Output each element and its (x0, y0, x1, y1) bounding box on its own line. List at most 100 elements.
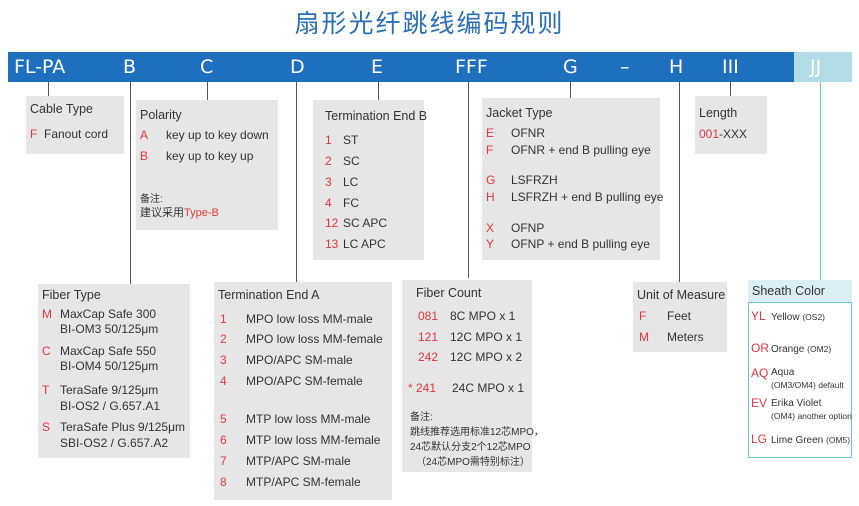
sheath-label: Lime Green (OM5) (771, 435, 851, 446)
termination-b-label: SC APC (343, 216, 388, 230)
code-fl-pa: FL-PA (14, 56, 66, 78)
fiber-type-code: C (42, 344, 51, 358)
sheath-detail: (OM4) another option (771, 411, 852, 421)
termination-a-heading: Termination End A (218, 288, 320, 302)
termination-b-label: ST (343, 133, 359, 147)
polarity-note: 建议采用Type-B (140, 207, 219, 219)
fiber-type-spec: BI-OM4 50/125μm (60, 359, 159, 373)
sheath-code: AQ (751, 366, 769, 380)
cable-type-label: Fanout cord (44, 127, 109, 141)
code-bar (8, 52, 794, 82)
fiber-count-note: 跳线推荐选用标准12芯MPO， (410, 427, 544, 438)
sheath-color-box: YL Yellow (OS2) OR Orange (OM2) AQ Aqua … (748, 302, 852, 458)
termination-a-label: MTP low loss MM-female (246, 433, 381, 447)
fiber-count-note: 24芯默认分支2个12芯MPO (410, 442, 531, 453)
termination-a-label: MPO/APC SM-male (246, 353, 353, 367)
connector-line (570, 82, 571, 98)
sheath-heading: Sheath Color (752, 284, 825, 298)
fiber-count-code: 081 (418, 309, 439, 323)
sheath-label: Erika Violet (771, 398, 822, 409)
sheath-color-header: Sheath Color (748, 280, 852, 302)
termination-a-code: 8 (220, 475, 227, 489)
fiber-type-spec: BI-OM3 50/125μm (60, 322, 159, 336)
fiber-type-code: S (42, 420, 51, 434)
fiber-count-label: 24C MPO x 1 (452, 381, 525, 395)
code-d: D (290, 56, 305, 78)
termination-a-label: MPO/APC SM-female (246, 374, 363, 388)
termination-a-label: MPO low loss MM-male (246, 312, 373, 326)
polarity-label-a: key up to key down (166, 128, 269, 142)
polarity-label-b: key up to key up (166, 149, 254, 163)
fiber-type-name: MaxCap Safe 300 (60, 307, 157, 321)
termination-b-label: SC (343, 154, 360, 168)
unit-code: F (639, 309, 647, 323)
termination-b-label: FC (343, 196, 359, 210)
termination-b-code: 12 (325, 216, 339, 230)
length-heading: Length (699, 106, 738, 120)
fiber-count-code: 121 (418, 330, 439, 344)
jacket-label: LSFRZH + end B pulling eye (511, 190, 664, 204)
connector-line (820, 82, 821, 280)
termination-a-code: 5 (220, 412, 227, 426)
jacket-code: G (486, 173, 496, 187)
length-value: 001-XXX (699, 127, 748, 141)
fiber-count-note: （24芯MPO需特别标注） (416, 457, 530, 468)
termination-b-code: 2 (325, 154, 332, 168)
termination-a-label: MTP/APC SM-female (246, 475, 361, 489)
code-bar-extension (794, 52, 852, 82)
sheath-label: Yellow (OS2) (771, 312, 825, 323)
termination-b-code: 13 (325, 237, 339, 251)
jacket-label: OFNP (511, 221, 545, 235)
code-h: H (669, 56, 684, 78)
length-box: Length 001-XXX (695, 96, 767, 154)
polarity-heading: Polarity (140, 108, 182, 122)
termination-a-code: 4 (220, 374, 227, 388)
code-jj: JJ (810, 56, 822, 78)
jacket-type-heading: Jacket Type (486, 106, 553, 120)
code-b: B (123, 56, 137, 78)
termination-a-box: Termination End A 1 MPO low loss MM-male… (214, 282, 392, 500)
fiber-count-code: * 241 (408, 381, 437, 395)
termination-a-label: MPO low loss MM-female (246, 332, 383, 346)
polarity-box: Polarity A key up to key down B key up t… (136, 100, 278, 230)
termination-a-code: 2 (220, 332, 227, 346)
polarity-code-a: A (140, 128, 149, 142)
termination-b-code: 1 (325, 133, 332, 147)
connector-line (730, 82, 731, 96)
unit-code: M (639, 330, 649, 344)
jacket-code: F (486, 143, 494, 157)
connector-line (48, 82, 49, 96)
unit-of-measure-box: Unit of Measure F Feet M Meters (633, 282, 727, 352)
termination-a-label: MTP/APC SM-male (246, 454, 351, 468)
page-title: 扇形光纤跳线编码规则 (294, 9, 565, 38)
code-c: C (200, 56, 214, 78)
termination-b-code: 3 (325, 175, 332, 189)
connector-line (207, 82, 208, 100)
sheath-code: EV (751, 396, 768, 410)
jacket-label: OFNR + end B pulling eye (511, 143, 651, 157)
sheath-label: Orange (OM2) (771, 344, 832, 355)
connector-line (296, 82, 297, 282)
termination-b-heading: Termination End B (325, 109, 428, 123)
connector-line (468, 82, 469, 278)
connector-line (378, 82, 379, 100)
jacket-type-box: Jacket Type E OFNR F OFNR + end B pullin… (482, 98, 664, 260)
jacket-code: E (486, 126, 495, 140)
fiber-type-spec: BI-OS2 / G.657.A1 (60, 399, 161, 413)
code-g: G (563, 56, 578, 78)
sheath-code: OR (751, 341, 769, 355)
fiber-type-code: M (42, 307, 52, 321)
cable-type-box: Cable Type F Fanout cord (26, 96, 124, 154)
cable-type-code: F (30, 127, 38, 141)
jacket-label: OFNP + end B pulling eye (511, 237, 650, 251)
sheath-code: YL (751, 309, 766, 323)
termination-a-code: 1 (220, 312, 227, 326)
termination-a-code: 6 (220, 433, 227, 447)
termination-b-label: LC APC (343, 237, 386, 251)
termination-b-box: Termination End B 1 ST 2 SC 3 LC 4 FC 12… (313, 100, 428, 260)
jacket-code: X (486, 221, 495, 235)
fiber-count-label: 8C MPO x 1 (450, 309, 516, 323)
connector-line (130, 82, 131, 284)
termination-a-code: 3 (220, 353, 227, 367)
fiber-type-spec: SBI-OS2 / G.657.A2 (60, 436, 169, 450)
